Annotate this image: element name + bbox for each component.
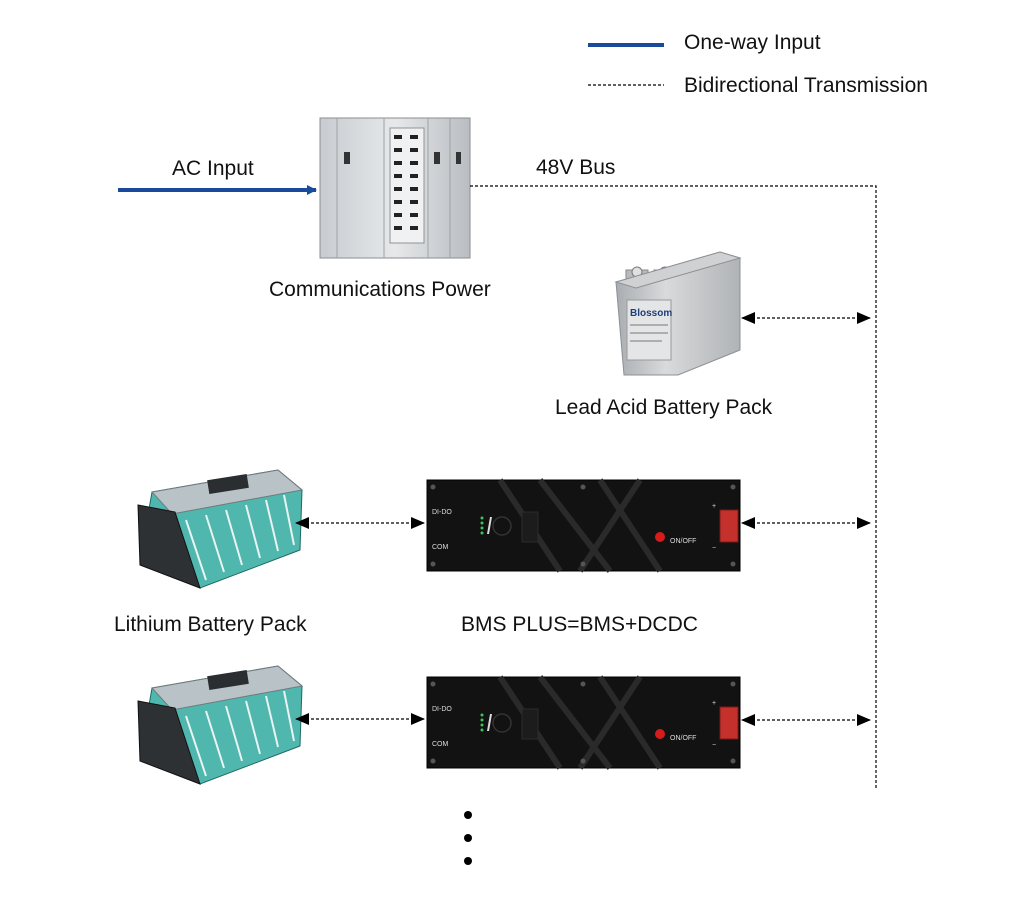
bms-2-plus-sign: + bbox=[712, 700, 716, 707]
bms-1-plus-sign: + bbox=[712, 503, 716, 510]
legend-bidirectional-label: Bidirectional Transmission bbox=[684, 74, 928, 97]
bms-1-minus-sign: − bbox=[712, 545, 716, 552]
bms-2-port-dido: DI-DO bbox=[432, 706, 452, 713]
lithium-battery-pack-2 bbox=[137, 665, 304, 785]
bms-2-port-com: COM bbox=[432, 741, 449, 748]
lithium-label: Lithium Battery Pack bbox=[114, 613, 307, 636]
continuation-dots bbox=[464, 811, 472, 865]
bms-2-switch-label: ON/OFF bbox=[670, 735, 696, 742]
bms-plus-label: BMS PLUS=BMS+DCDC bbox=[461, 613, 698, 636]
bms-1-port-dido: DI-DO bbox=[432, 509, 452, 516]
legend-one-way-label: One-way Input bbox=[684, 31, 821, 54]
bms-1-switch-label: ON/OFF bbox=[670, 538, 696, 545]
bms-2-minus-sign: − bbox=[712, 742, 716, 749]
lead-acid-label: Lead Acid Battery Pack bbox=[555, 396, 773, 419]
bus-label: 48V Bus bbox=[536, 156, 616, 179]
ac-input-label: AC Input bbox=[172, 157, 254, 180]
lithium-battery-pack-1 bbox=[137, 469, 304, 589]
lead-acid-brand-text: Blossom bbox=[630, 308, 672, 319]
communications-power-label: Communications Power bbox=[269, 278, 491, 301]
communications-power-cabinet bbox=[319, 117, 471, 259]
bms-1-port-com: COM bbox=[432, 544, 449, 551]
bms-unit-1: DI-DO COM ON/OFF + − bbox=[426, 478, 741, 573]
bms-unit-2: DI-DO COM ON/OFF + − bbox=[426, 675, 741, 770]
bus-line bbox=[470, 185, 877, 790]
lead-acid-battery: Blossom bbox=[614, 251, 742, 376]
